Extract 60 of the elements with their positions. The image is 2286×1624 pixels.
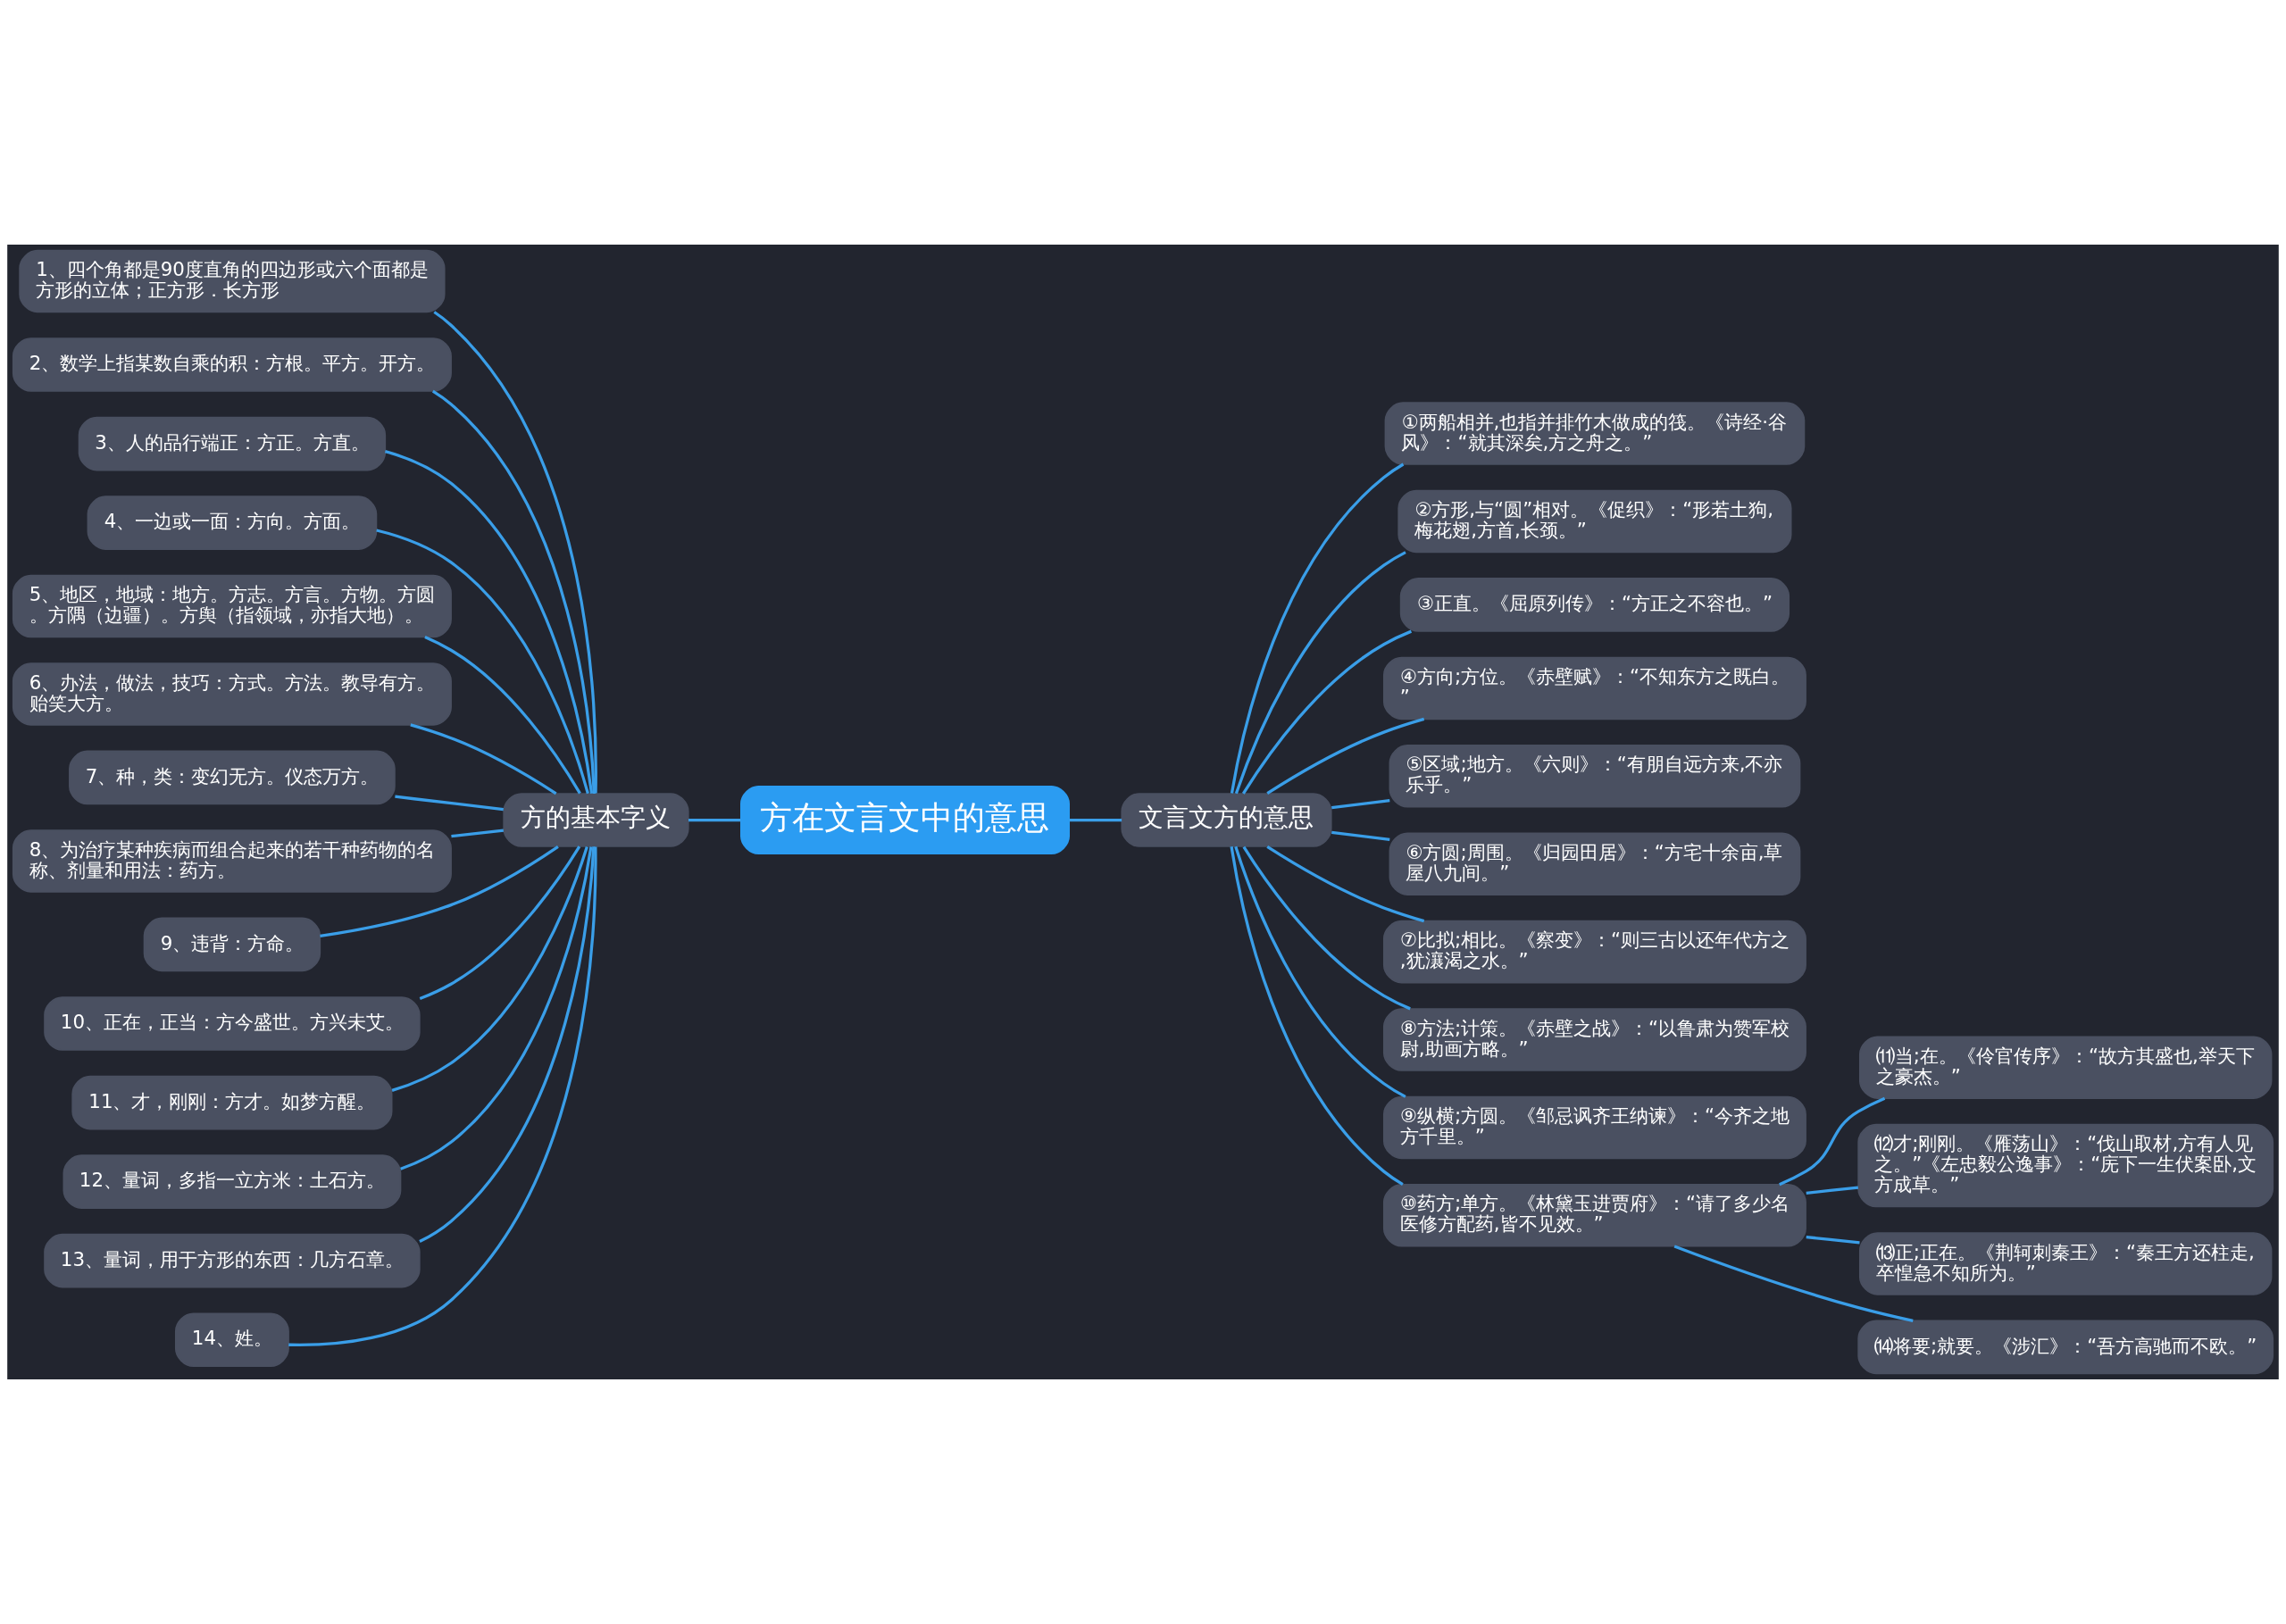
connector bbox=[1242, 845, 1411, 1011]
connector bbox=[1806, 1235, 1860, 1245]
connector bbox=[1331, 799, 1390, 810]
node-box: ⒀正;正在。《荆轲刺秦王》：“秦王方还柱走,卒惶急不知所为。” bbox=[1858, 1232, 2273, 1295]
connector bbox=[1230, 845, 1404, 1187]
node-box: 8、为治疗某种疾病而组合起来的若干种药物的名称、剂量和用法：药方。 bbox=[12, 829, 452, 893]
connector bbox=[433, 311, 597, 794]
node-box: 6、办法，做法，技巧：方式。方法。教导有方。贻笑大方。 bbox=[12, 662, 452, 726]
connector bbox=[376, 529, 589, 795]
connector bbox=[451, 829, 505, 838]
node-box: ⑩药方;单方。《林黛玉进贾府》：“请了多少名医修方配药,皆不见效。” bbox=[1382, 1184, 1806, 1247]
connector bbox=[419, 845, 581, 1001]
node-box: ⑧方法;计策。《赤壁之战》：“以鲁肃为赞军校尉,助画方略。” bbox=[1382, 1008, 1806, 1071]
node-box: 7、种，类：变幻无方。仪态万方。 bbox=[69, 750, 396, 805]
node-box: 5、地区，地域：地方。方志。方言。方物。方圆。方隅（边疆）。方舆（指领域，亦指大地）。 bbox=[12, 574, 452, 638]
node-box: 1、四个角都是90度直角的四边形或六个面都是方形的立体；正方形．长方形 bbox=[19, 249, 446, 313]
connector bbox=[395, 795, 504, 812]
connector bbox=[688, 818, 741, 822]
connector bbox=[1806, 1186, 1859, 1195]
connector bbox=[1234, 551, 1406, 795]
connector bbox=[1266, 845, 1425, 923]
node-box: ⑨纵横;方圆。《邹忌讽齐王纳谏》：“今齐之地方千里。” bbox=[1382, 1095, 1806, 1160]
node-box: 10、正在，正当：方今盛世。方兴未艾。 bbox=[44, 996, 421, 1051]
connector bbox=[391, 845, 588, 1092]
node-box: 方在文言文中的意思 bbox=[740, 785, 1070, 855]
connector bbox=[431, 389, 596, 795]
connector bbox=[320, 845, 559, 937]
connector bbox=[1266, 717, 1425, 795]
node-box: 9、违背：方命。 bbox=[143, 917, 321, 972]
node-box: 3、人的品行端正：方正。方直。 bbox=[78, 416, 387, 471]
node-box: ①两船相并,也指并排竹木做成的筏。《诗经·谷风》：“就其深矣,方之舟之。” bbox=[1384, 402, 1806, 465]
node-box: ②方形,与“圆”相对。《促织》：“形若土狗,梅花翅,方首,长颈。” bbox=[1397, 489, 1792, 554]
node-box: ⑿才;刚刚。《雁荡山》：“伐山取材,方有人见之。”《左忠毅公逸事》：“庑下一生伏案卧,文方成草。” bbox=[1857, 1123, 2274, 1208]
connector bbox=[384, 450, 594, 795]
connector bbox=[1230, 462, 1405, 794]
connector bbox=[1234, 845, 1406, 1098]
node-box: ⒁将要;就要。《涉汇》：“吾方高驰而不欧。” bbox=[1857, 1320, 2274, 1375]
node-box: 方的基本字义 bbox=[503, 793, 689, 847]
node-box: ⑾当;在。《伶官传序》：“故方其盛也,举天下之豪杰。” bbox=[1858, 1036, 2273, 1099]
node-box: ③正直。《屈原列传》：“方正之不容也。” bbox=[1399, 578, 1790, 632]
node-box: 11、才，刚刚：方才。如梦方醒。 bbox=[71, 1075, 393, 1130]
connector bbox=[1069, 818, 1122, 822]
connector bbox=[419, 846, 596, 1243]
node-box: 12、量词，多指一立方米：土石方。 bbox=[63, 1154, 402, 1209]
connector bbox=[424, 636, 581, 795]
connector bbox=[1331, 830, 1390, 841]
connector bbox=[288, 846, 597, 1346]
connector bbox=[410, 723, 557, 795]
node-box: 文言文方的意思 bbox=[1121, 793, 1332, 847]
node-box: 2、数学上指某数自乘的积：方根。平方。开方。 bbox=[12, 337, 452, 392]
node-box: ④方向;方位。《赤壁赋》：“不知东方之既白。” bbox=[1382, 656, 1806, 720]
node-box: 14、姓。 bbox=[174, 1312, 289, 1368]
node-box: ⑥方圆;周围。《归园田居》：“方宅十余亩,草屋八九间。” bbox=[1389, 832, 1801, 895]
node-box: ⑤区域;地方。《六则》：“有朋自远方来,不亦乐乎。” bbox=[1389, 745, 1801, 808]
node-box: ⑦比拟;相比。《察变》：“则三古以还年代方之,犹瀼渴之水。” bbox=[1382, 920, 1806, 984]
connector bbox=[1779, 1096, 1886, 1187]
node-box: 13、量词，用于方形的东西：几方石章。 bbox=[44, 1233, 421, 1288]
connector bbox=[1241, 629, 1413, 795]
node-box: 4、一边或一面：方向。方面。 bbox=[87, 496, 378, 550]
connector bbox=[400, 846, 593, 1170]
